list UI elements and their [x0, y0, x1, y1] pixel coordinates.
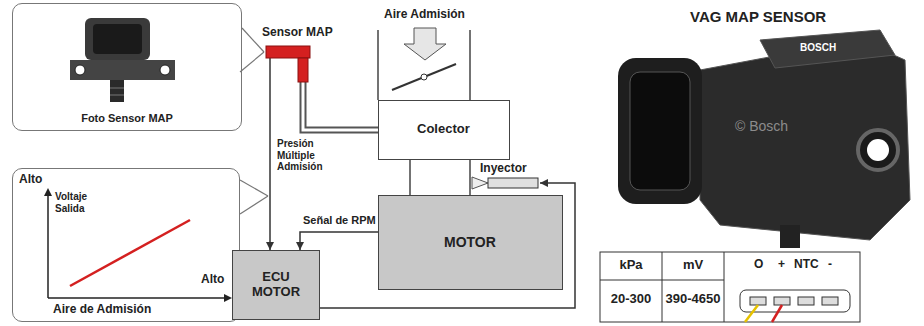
- callout-line: [240, 196, 268, 214]
- pipe-wall: [469, 30, 471, 100]
- edge-label: Presión Múltiple Admisión: [276, 138, 334, 173]
- connector-shell: [618, 58, 702, 204]
- watermark: © Bosch: [735, 118, 788, 134]
- throttle-pivot: [421, 74, 427, 80]
- table-rule: [600, 280, 724, 281]
- connector-line: [269, 58, 271, 250]
- callout-line: [240, 52, 264, 72]
- spec-table: [600, 252, 860, 322]
- sensor-socket: [93, 24, 142, 54]
- connector: [266, 58, 274, 250]
- runner-wall: [469, 160, 471, 195]
- sensor-body: [70, 60, 175, 80]
- y-axis: [47, 194, 49, 298]
- vacuum-hose: [303, 82, 378, 130]
- hose-outer: [303, 82, 378, 130]
- x-axis: [48, 297, 226, 299]
- engine-box: MOTOR: [378, 195, 563, 290]
- mount-ring: [858, 130, 898, 170]
- connector-line: [242, 28, 264, 52]
- connector-line: [320, 183, 575, 308]
- brand-mark: BOSCH: [800, 42, 836, 54]
- pin-label: NTC: [794, 258, 819, 272]
- mount-hole: [867, 139, 889, 161]
- vag-sensor-drawing: [618, 30, 910, 248]
- pin: [774, 297, 790, 305]
- port-rib: [110, 95, 124, 96]
- graph-callout-box: AltoVoltaje SalidaAltoAire de Admisión: [12, 168, 240, 322]
- table-cell: 20-300: [600, 292, 662, 307]
- table-rule: [724, 252, 725, 322]
- photo-sensor-drawing: [70, 18, 175, 102]
- sensor-housing: [700, 40, 910, 240]
- axis-arrow: [224, 294, 232, 302]
- table-rule: [662, 252, 663, 322]
- photo-caption: Foto Sensor MAP: [13, 112, 241, 125]
- air-intake-label: Aire Admisión: [384, 8, 465, 22]
- manifold-label: Colector: [417, 122, 470, 137]
- axis-arrow: [44, 188, 52, 196]
- axis-title: Voltaje Salida: [55, 191, 105, 214]
- table-header: kPa: [600, 258, 662, 273]
- connector: [242, 28, 264, 52]
- pin-label: -: [828, 258, 832, 272]
- edge-label: Señal de RPM: [302, 214, 377, 227]
- wire: [745, 305, 758, 322]
- axis-high-label: Alto: [201, 273, 224, 287]
- connector-socket: [630, 72, 690, 190]
- voltage-line: [70, 220, 190, 286]
- sensor-hole: [160, 65, 170, 75]
- pipe-wall: [377, 30, 379, 100]
- injector: Inyector: [478, 162, 540, 190]
- sensor-label: Sensor MAP: [262, 26, 333, 40]
- pressure-port: [780, 225, 800, 248]
- table-cell: 390-4650: [662, 292, 724, 307]
- arrow-head: [266, 242, 274, 250]
- port-rib: [110, 88, 124, 89]
- axis-high-label: Alto: [19, 173, 42, 187]
- pin: [822, 297, 838, 305]
- engine-label: MOTOR: [444, 234, 496, 250]
- pin: [750, 297, 766, 305]
- wire: [772, 305, 782, 322]
- arrow-head: [296, 242, 304, 250]
- sensor-port: [110, 80, 124, 102]
- map-sensor: Sensor MAP: [262, 26, 342, 82]
- photo-callout-box: Foto Sensor MAP: [12, 3, 242, 131]
- intake-manifold-box: Colector: [378, 100, 510, 160]
- ecu-label: ECU MOTOR: [244, 270, 308, 300]
- sensor-title: VAG MAP SENSOR: [690, 8, 826, 25]
- pin-label: O: [754, 258, 763, 272]
- sensor-connector: [85, 18, 150, 60]
- pin-label: +: [778, 258, 785, 272]
- graph-axes: [44, 188, 232, 302]
- callout-line: [240, 180, 268, 196]
- runner-wall: [409, 160, 411, 195]
- hose-inner: [303, 82, 378, 130]
- connector: [320, 179, 575, 308]
- air-arrow: [404, 28, 446, 60]
- label-plate: [760, 30, 895, 68]
- table-header: mV: [662, 258, 724, 273]
- connector: [296, 232, 378, 250]
- axis-title: Aire de Admisión: [53, 303, 151, 317]
- ecu-box: ECU MOTOR: [232, 250, 320, 320]
- sensor-hole: [75, 65, 85, 75]
- throttle-plate: [392, 64, 456, 90]
- pin: [798, 297, 814, 305]
- table-frame: [600, 252, 860, 322]
- injector-label: Inyector: [480, 162, 527, 176]
- connector-line: [300, 232, 378, 250]
- arrow-head: [540, 179, 548, 187]
